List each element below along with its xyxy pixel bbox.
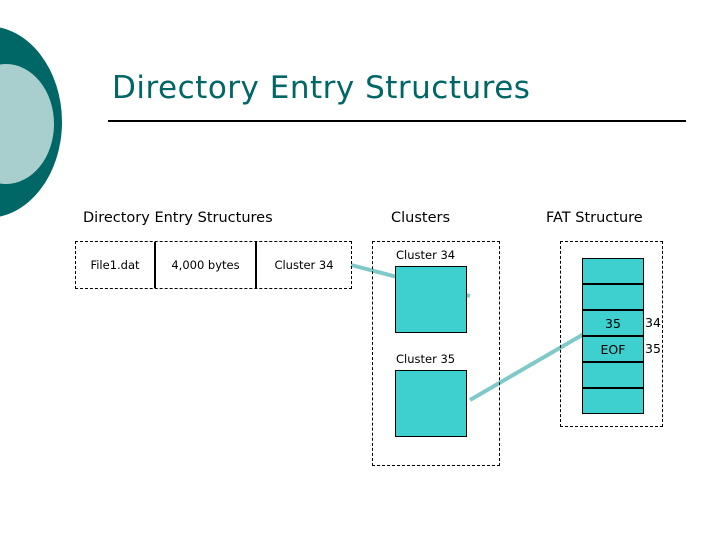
fat-index-label: 35 [645, 341, 661, 356]
cluster-label-35: Cluster 35 [396, 352, 456, 366]
cluster-label-34: Cluster 34 [396, 248, 456, 262]
cluster-block-34 [395, 266, 467, 333]
fat-row: 35 [582, 310, 644, 336]
directory-cell-size: 4,000 bytes [155, 242, 256, 288]
column-heading-directory: Directory Entry Structures [83, 210, 273, 226]
fat-row [582, 284, 644, 310]
fat-index-label: 34 [645, 315, 661, 330]
column-heading-fat: FAT Structure [546, 210, 643, 226]
page-title: Directory Entry Structures [112, 70, 531, 106]
cluster-block-35 [395, 370, 467, 437]
fat-row [582, 362, 644, 388]
directory-cell-filename: File1.dat [76, 242, 155, 288]
directory-cell-start-cluster: Cluster 34 [256, 242, 351, 288]
fat-row [582, 258, 644, 284]
column-heading-clusters: Clusters [391, 210, 451, 226]
title-divider [108, 120, 686, 122]
fat-row [582, 388, 644, 414]
fat-row: EOF [582, 336, 644, 362]
